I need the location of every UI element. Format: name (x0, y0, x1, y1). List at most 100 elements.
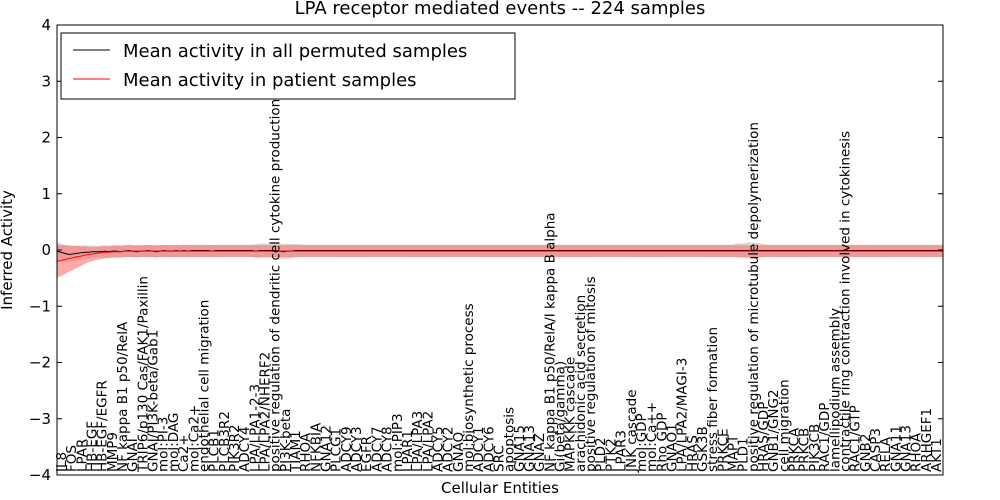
y-tick-label: −3 (29, 410, 51, 428)
entity-label: endothelial cell migration (196, 300, 212, 472)
y-tick-label: 0 (41, 241, 51, 259)
entity-label: cell migration (776, 379, 792, 472)
entity-label: PLD1 (736, 437, 752, 472)
y-tick-label: 2 (41, 129, 51, 147)
entity-label: EGFR (359, 436, 375, 472)
entity-label: mol:PIP3 (390, 413, 406, 472)
entity-label: mol:Ca++ (644, 402, 660, 472)
entity-label: HB-EGF/EGFR (95, 380, 111, 472)
entity-label: LPA/LPA2 (420, 411, 436, 472)
entity-label: ADCY3 (349, 426, 365, 472)
entity-label: mol:GDP (634, 413, 650, 472)
entity-label: Rho GDP (654, 413, 670, 472)
entity-label: ADCY4 (237, 426, 253, 472)
entity-label: mol:PI-3 (156, 417, 172, 472)
entity-label: TIAM1 (288, 430, 304, 473)
y-tick-label: 4 (41, 16, 51, 34)
entity-label: PRKCA (787, 427, 803, 472)
entity-label: SRC (492, 445, 508, 472)
entity-label: PLCB1 (207, 429, 223, 472)
entity-label: ADCY1 (471, 426, 487, 472)
entity-label: GNAZ (532, 433, 548, 472)
entity-label: apoptosis (502, 407, 518, 472)
entity-label: PIK3CB (807, 424, 823, 472)
entity-label: GNA13 (522, 425, 538, 472)
entity-label: MMP9 (105, 432, 121, 472)
entity-label: contractile ring contraction involved in… (837, 131, 853, 472)
permuted-mean-line (56, 250, 943, 256)
entity-label: Ca2+ (176, 434, 192, 472)
entity-label: PLCB3R2 (217, 411, 233, 472)
entity-label: GNA15 (512, 425, 528, 472)
y-tick-label: −4 (29, 466, 51, 484)
y-tick-label: −2 (29, 354, 51, 372)
lines-layer (56, 250, 943, 262)
legend-label-patient: Mean activity in patient samples (123, 70, 417, 91)
y-tick-label: 3 (41, 72, 51, 90)
entity-label: PRKCB (797, 428, 813, 472)
entity-label: GNA13 (899, 425, 915, 472)
entity-label: RHOA (909, 432, 925, 472)
entity-label: ADCY7 (369, 426, 385, 472)
entity-label: HRAS (685, 435, 701, 472)
legend: Mean activity in all permuted samples Me… (60, 32, 516, 100)
entity-label: HB-EGF (85, 421, 101, 472)
entity-label: ADCY5 (431, 426, 447, 472)
entity-label: LPA/LPA2/MAGI-3 (675, 358, 691, 472)
entity-label: PRKCE (715, 428, 731, 472)
entity-label: lamellipodium assembly (827, 308, 843, 472)
entity-label: IL8 (54, 452, 70, 472)
entity-label: PLD2 (593, 437, 609, 472)
entity-label: positive regulation of mitosis (583, 276, 599, 472)
x-axis-title: Cellular Entities (441, 479, 559, 497)
entity-label: LPAR (74, 439, 90, 472)
entity-label: Gi(beta/gamma) (553, 361, 569, 472)
entity-label: PLCG1 (329, 428, 345, 472)
entity-label: GSK3B (695, 426, 711, 472)
entity-label: ADCY9 (339, 426, 355, 472)
entity-label: LPA/LPA1-2-3 (247, 384, 263, 472)
entity-label: NF kappa B1 p50/RelA/I kappa B alpha (542, 212, 558, 472)
entity-label: GNAI (125, 438, 141, 472)
entity-label: PI3K-beta (278, 409, 294, 472)
entity-label: TRIP6/p130 Cas/FAK1/Paxillin (135, 276, 151, 473)
y-tick-label: 1 (41, 185, 51, 203)
entity-label: positive regulation of microtubule depol… (746, 122, 762, 472)
entity-label: NF kappa B1 p50/RelA (115, 321, 131, 472)
entity-label: GNB1/GNG2 (766, 389, 782, 472)
entity-label: MAPT (726, 434, 742, 472)
entity-label: ARHGEF1 (919, 408, 935, 472)
entity-label: arachidonic acid secretion (573, 295, 589, 472)
entity-label: FOS (64, 445, 80, 472)
y-tick-label: −1 (29, 297, 51, 315)
entity-label: stress fiber formation (705, 327, 721, 472)
entity-label: LPA/LPA2/NHERF2 (258, 352, 274, 472)
chart-title: LPA receptor mediated events -- 224 samp… (295, 0, 706, 19)
entity-label: LPA/LPA3 (410, 411, 426, 472)
entity-label: GNA12 (319, 425, 335, 472)
entity-label: CASP3 (868, 428, 884, 472)
y-axis-title: Inferred Activity (0, 190, 16, 310)
entity-label: positive regulation of dendritic cell cy… (268, 99, 284, 472)
entity-label: RHOA (298, 432, 314, 472)
entity-label: mol:biosynthetic process (461, 303, 477, 472)
entity-label: mol:DAG (166, 413, 182, 472)
legend-box (60, 32, 516, 100)
entity-label: AKT1 (929, 438, 945, 472)
entity-label: RAC1/GTP (848, 405, 864, 472)
entity-label: LPAR1 (400, 430, 416, 472)
entity-label: ADCY8 (380, 426, 396, 472)
entity-label: ADCY2 (441, 426, 457, 472)
entity-label: GNB2 (858, 434, 874, 472)
y-axis: −4 −3 −2 −1 0 1 2 3 4 (29, 16, 943, 484)
entity-label: GNAI/PI3K-beta/Gab1 (146, 330, 162, 472)
entity-label: LPAR3 (614, 430, 630, 472)
entity-label: ADCY6 (481, 426, 497, 472)
patient-mean-line (56, 250, 943, 262)
entity-label: MAPKKK cascade (563, 357, 579, 472)
entity-label: GNAQ (451, 432, 467, 472)
entity-label: RELA (878, 436, 894, 472)
entity-label: PIK3R2 (227, 424, 243, 472)
entity-label: NFKBIA (308, 422, 324, 472)
